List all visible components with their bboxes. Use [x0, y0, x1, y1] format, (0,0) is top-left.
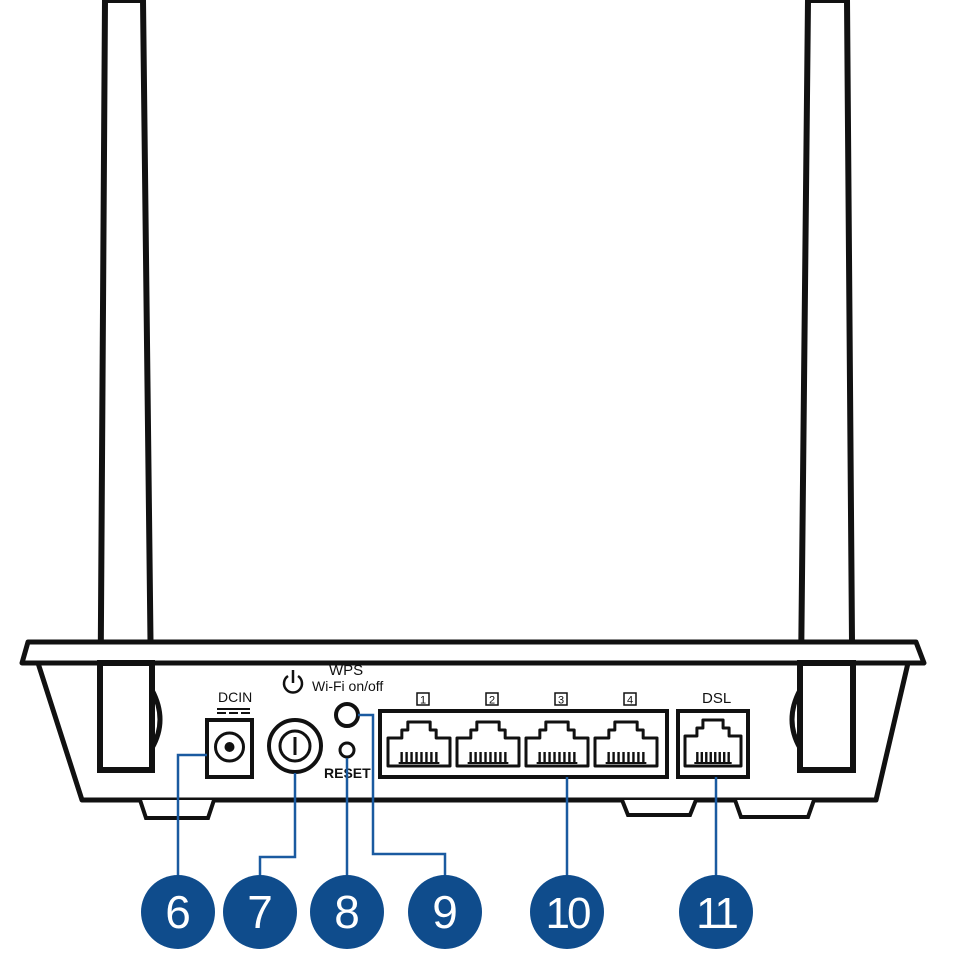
- leader-lines: [176, 713, 718, 880]
- callout-number: 10: [546, 889, 590, 938]
- callout-7: 7: [223, 875, 297, 949]
- callout-circle: [530, 875, 604, 949]
- lan-port-number-box: [416, 692, 430, 706]
- lan-port-number: 2: [489, 695, 495, 707]
- dc-in-label: DCIN: [218, 689, 252, 705]
- callout-circle: [408, 875, 482, 949]
- callout-8: 8: [310, 875, 384, 949]
- lan-port-1[interactable]: [386, 720, 452, 768]
- lan-port-number-box: [554, 692, 568, 706]
- lan-port-number-box: [623, 692, 637, 706]
- lan-port-2[interactable]: [455, 720, 521, 768]
- lan-ports: 1 2 3 4: [386, 692, 659, 768]
- callout-11: 11: [679, 875, 753, 949]
- lan-port-number: 4: [627, 695, 633, 707]
- callout-circle: [310, 875, 384, 949]
- callout-circle: [141, 875, 215, 949]
- callout-number: 7: [247, 886, 273, 938]
- callout-9: 9: [408, 875, 482, 949]
- callout-number: 9: [432, 886, 458, 938]
- dsl-label: DSL: [702, 690, 731, 707]
- wifi-onoff-label: Wi-Fi on/off: [312, 678, 383, 694]
- callout-6: 6: [141, 875, 215, 949]
- leader-7: [258, 773, 297, 880]
- leader-6: [176, 753, 207, 880]
- callout-circle: [223, 875, 297, 949]
- dc-in-port: [205, 718, 254, 779]
- dsl-jack[interactable]: [683, 718, 743, 768]
- wps-button[interactable]: [334, 702, 360, 728]
- lan-port-number-box: [485, 692, 499, 706]
- lan-port-number: 1: [420, 695, 426, 707]
- reset-button[interactable]: [338, 741, 356, 759]
- callout-number: 6: [165, 886, 191, 938]
- lan-port-number: 3: [558, 695, 564, 707]
- wps-label: WPS: [329, 662, 363, 679]
- callout-10: 10: [530, 875, 604, 949]
- callout-circle: [679, 875, 753, 949]
- callouts: 6 7 8 9 10 11: [141, 875, 753, 949]
- callout-number: 8: [334, 886, 360, 938]
- power-icon: [282, 670, 304, 694]
- callout-number: 11: [696, 889, 737, 938]
- power-button[interactable]: [267, 718, 323, 774]
- dsl-port: [683, 718, 743, 768]
- lan-port-4[interactable]: [593, 720, 659, 768]
- leader-9: [358, 713, 447, 880]
- dc-polarity-icon: [217, 708, 250, 714]
- lan-port-3[interactable]: [524, 720, 590, 768]
